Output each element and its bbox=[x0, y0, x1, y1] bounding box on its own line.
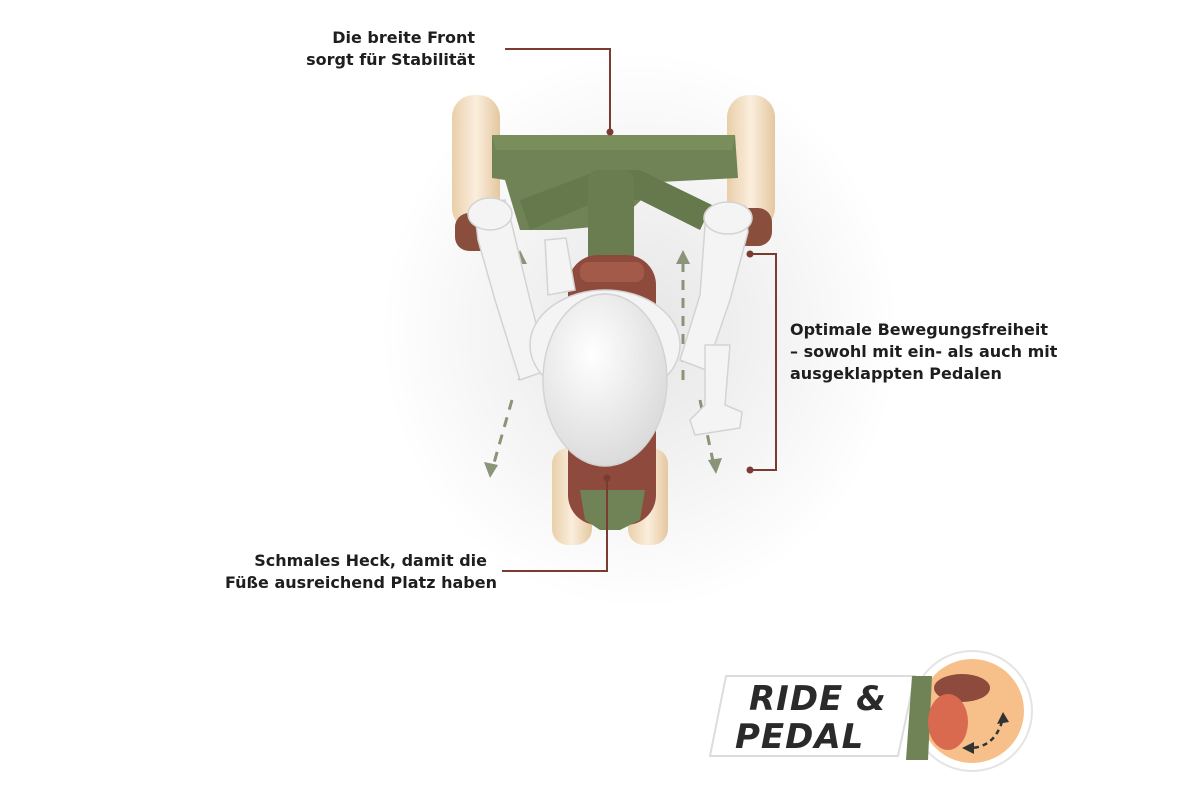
callout-side-line2: – sowohl mit ein- als auch mit bbox=[790, 342, 1058, 361]
rider-figure bbox=[467, 197, 753, 467]
callout-narrow-rear: Schmales Heck, damit die Füße ausreichen… bbox=[225, 550, 497, 594]
callout-front-line1: Die breite Front bbox=[332, 28, 475, 47]
badge-line2: PEDAL bbox=[735, 717, 865, 757]
ride-and-pedal-badge bbox=[708, 650, 1033, 772]
leader-front bbox=[505, 48, 611, 132]
callout-freedom-of-movement: Optimale Bewegungsfreiheit – sowohl mit … bbox=[790, 319, 1057, 385]
callout-side-line3: ausgeklappten Pedalen bbox=[790, 364, 1002, 383]
front-left-wheel bbox=[452, 95, 500, 230]
callout-front-stability: Die breite Front sorgt für Stabilität bbox=[300, 27, 475, 71]
callout-rear-line1: Schmales Heck, damit die bbox=[254, 551, 487, 570]
front-right-wheel bbox=[727, 95, 775, 230]
leader-rear bbox=[502, 478, 608, 572]
callout-side-line1: Optimale Bewegungsfreiheit bbox=[790, 320, 1049, 339]
badge-text: RIDE & PEDAL bbox=[735, 680, 905, 756]
center-tube bbox=[588, 170, 634, 270]
badge-line1: RIDE & bbox=[749, 679, 887, 719]
callout-front-line2: sorgt für Stabilität bbox=[306, 50, 475, 69]
rear-frame bbox=[580, 490, 645, 530]
leader-side bbox=[750, 253, 777, 471]
leader-lines bbox=[502, 48, 777, 572]
rider-head bbox=[542, 293, 668, 467]
callout-rear-line2: Füße ausreichend Platz haben bbox=[225, 573, 497, 592]
